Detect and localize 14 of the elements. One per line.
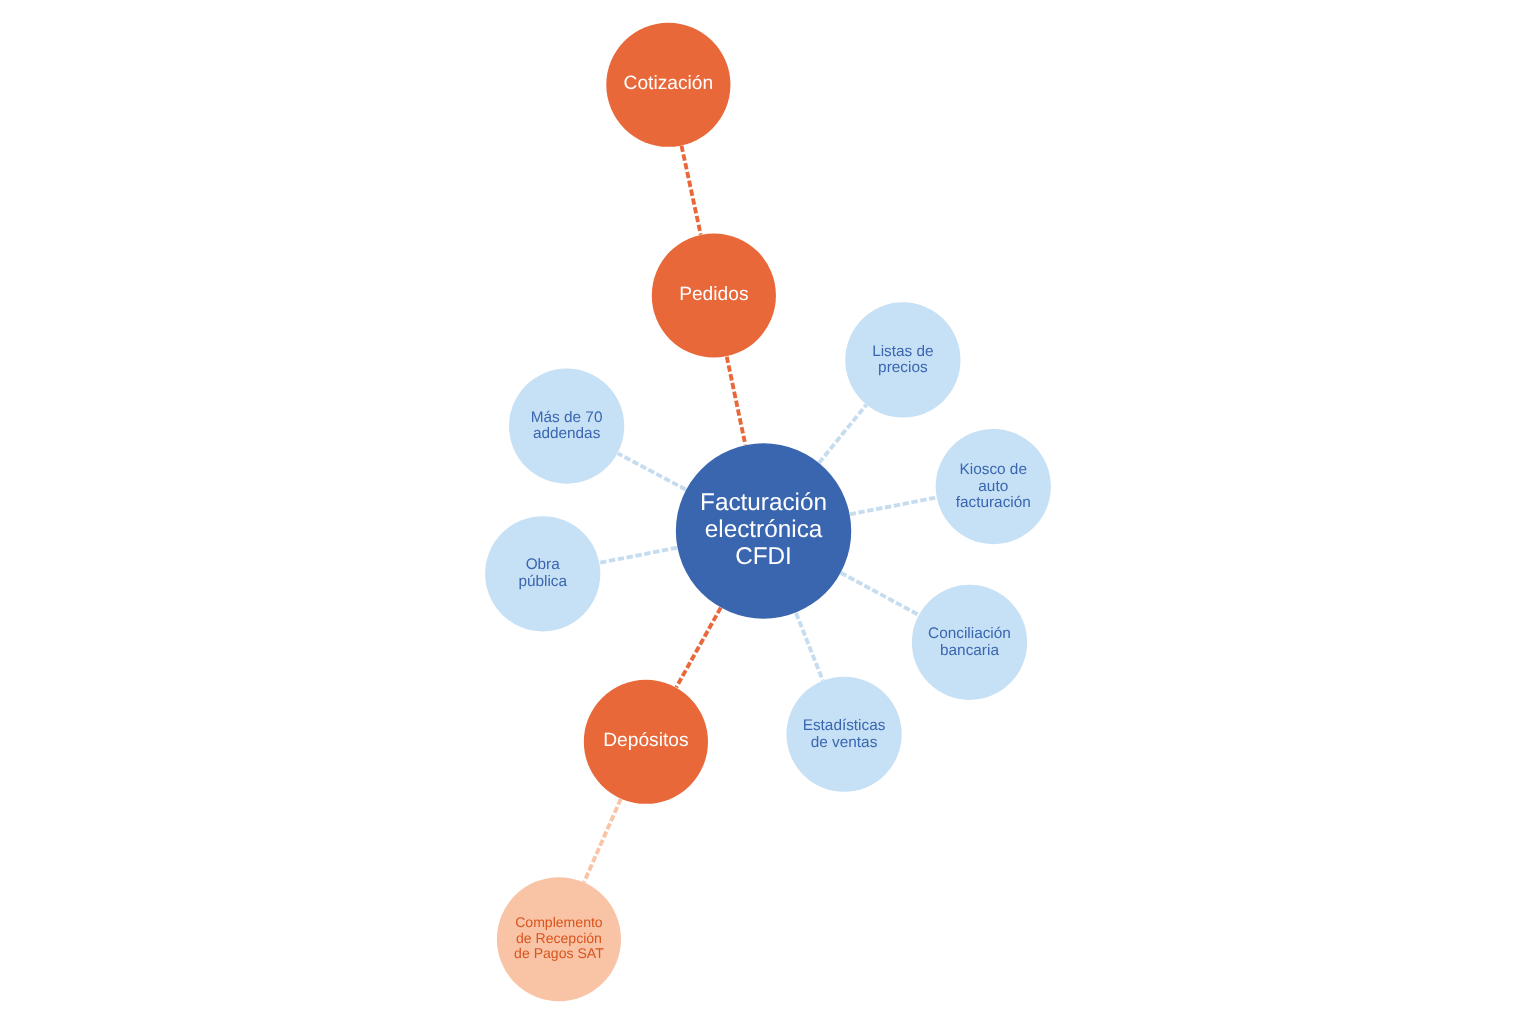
connector: [849, 495, 937, 517]
connector: [839, 571, 920, 617]
node-circle: Pedidos: [651, 233, 776, 358]
connector: [817, 403, 868, 465]
connector: [674, 606, 723, 689]
connector: [617, 451, 687, 492]
node-circle: Facturación electrónica CFDI: [675, 443, 852, 619]
node-circle: Depósitos: [583, 679, 708, 804]
connector: [599, 545, 678, 565]
connector: [582, 798, 623, 883]
connector: [724, 356, 748, 446]
connector: [679, 145, 703, 236]
node-circle: Cotización: [606, 22, 731, 147]
connector: [794, 612, 825, 682]
